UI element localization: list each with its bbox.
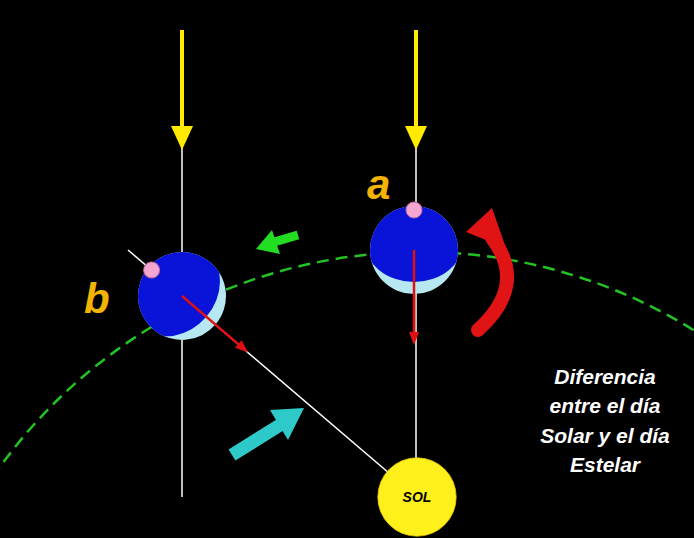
orbit-direction-arrow [256,230,298,254]
caption-note: Diferencia entre el día Solar y el día E… [540,362,670,480]
rotation-arrow [466,208,507,330]
earth-symbol [110,224,281,390]
orbit-path [0,252,694,538]
starlight-arrow [405,30,427,150]
position-label: b [84,278,110,320]
pointer-arrow [232,408,304,455]
earth-symbol [364,198,464,345]
sun-label: SOL [403,489,432,505]
starlight-arrow [171,30,193,150]
position-label: a [367,164,390,206]
sun-circle: SOL [377,457,457,537]
